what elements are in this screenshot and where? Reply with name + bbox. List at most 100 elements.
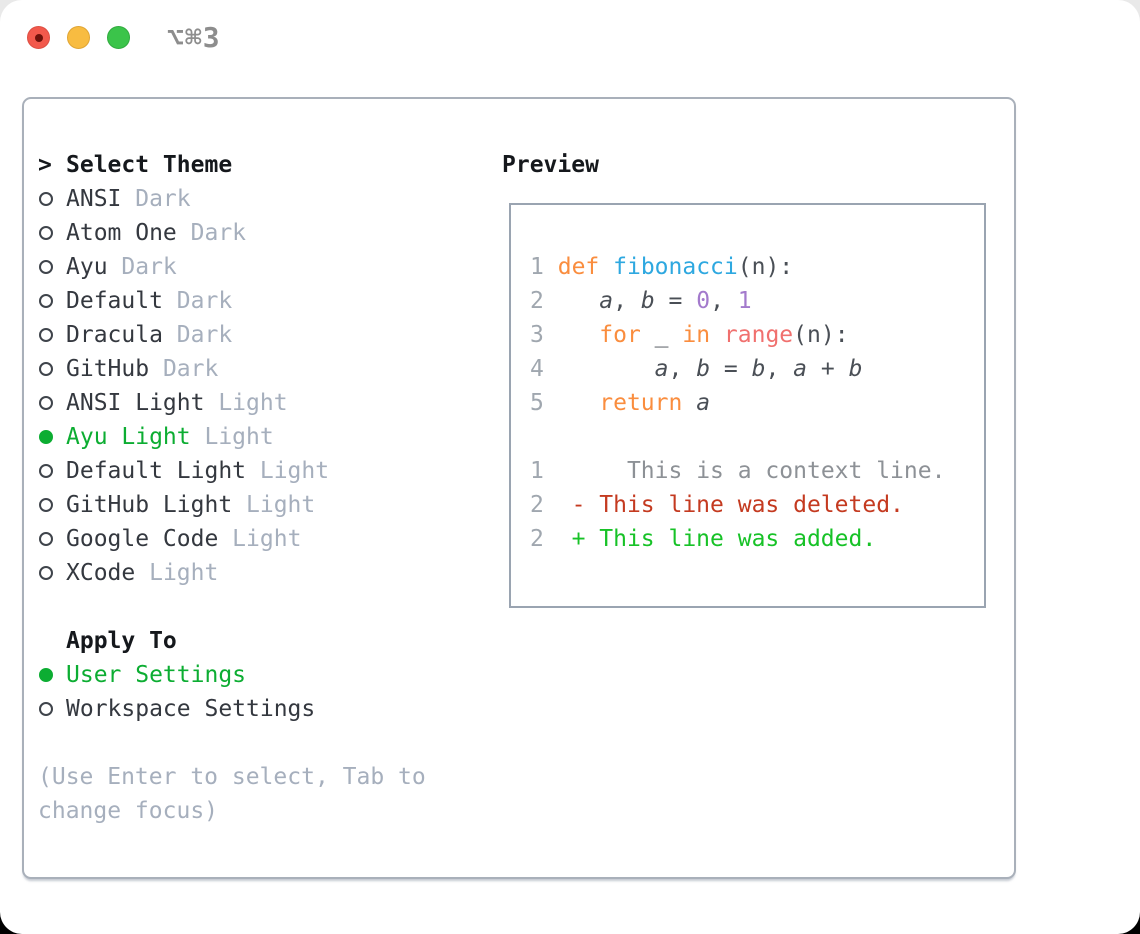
code-token-variable: b [848, 356, 863, 382]
code-line: 3 for _ in range(n): [530, 318, 945, 352]
code-token-fg: , [668, 356, 697, 382]
titlebar: ⌥⌘3 [0, 0, 1140, 72]
option-label: Workspace Settings [66, 696, 316, 722]
window-title: ⌥⌘3 [167, 21, 221, 54]
theme-option[interactable]: Dracula Dark [38, 318, 426, 352]
option-label: Atom One [66, 220, 177, 246]
apply-option[interactable]: Workspace Settings [38, 692, 426, 726]
help-text-line: (Use Enter to select, Tab to [38, 764, 426, 790]
theme-option[interactable]: XCode Light [38, 556, 426, 590]
code-token-variable: a [654, 356, 669, 382]
code-token-fg: , [613, 288, 641, 314]
code-token-deleted: - This line was deleted. [571, 492, 904, 518]
code-line: 1 def fibonacci(n): [530, 250, 945, 284]
close-button[interactable] [27, 26, 50, 49]
code-token-fg [544, 322, 599, 348]
option-label: Default Light [66, 458, 247, 484]
radio-icon [39, 226, 53, 240]
option-label: ANSI Light [66, 390, 205, 416]
zoom-button[interactable] [107, 26, 130, 49]
code-token-lineno: 4 [530, 356, 544, 382]
theme-option[interactable]: Ayu Dark [38, 250, 426, 284]
theme-option[interactable]: Google Code Light [38, 522, 426, 556]
preview-header: Preview [502, 148, 599, 182]
code-token-variable: a [696, 390, 711, 416]
select-theme-label: Select Theme [66, 152, 233, 178]
code-token-fg: = [710, 356, 752, 382]
option-label: ANSI [66, 186, 122, 212]
code-line: 1 This is a context line. [530, 454, 945, 488]
option-variant-label: Light [218, 526, 302, 552]
code-token-fg [544, 356, 655, 382]
code-token-fg: , [710, 288, 738, 314]
code-token-lineno: 1 [530, 458, 544, 484]
code-token-fg: (n): [793, 322, 849, 348]
radio-selected-icon [39, 668, 53, 682]
theme-option[interactable]: GitHub Light Light [38, 488, 426, 522]
option-variant-label: Light [190, 424, 274, 450]
code-token-fg: _ [640, 322, 683, 348]
code-token-fg: (n): [737, 254, 794, 280]
code-line [530, 420, 945, 454]
option-variant-label: Light [135, 560, 219, 586]
code-token-fg [599, 254, 613, 280]
code-token-variable: b [696, 356, 711, 382]
spacer [38, 590, 426, 624]
radio-icon [39, 498, 53, 512]
option-variant-label: Dark [162, 288, 233, 314]
prompt-caret-icon: > [38, 152, 52, 178]
option-label: XCode [66, 560, 136, 586]
select-theme-header: > Select Theme [38, 148, 426, 182]
option-label: GitHub Light [66, 492, 233, 518]
code-token-variable: a [793, 356, 808, 382]
code-token-keyword: return [599, 390, 683, 416]
code-line: 2 + This line was added. [530, 522, 945, 556]
radio-icon [39, 328, 53, 342]
code-token-fg [544, 458, 627, 484]
code-token-fg [544, 288, 599, 314]
option-label: Ayu Light [66, 424, 191, 450]
code-token-fg: , [765, 356, 794, 382]
code-token-variable: b [640, 288, 655, 314]
theme-option[interactable]: ANSI Light Light [38, 386, 426, 420]
theme-option[interactable]: ANSI Dark [38, 182, 426, 216]
theme-option[interactable]: GitHub Dark [38, 352, 426, 386]
code-token-lineno: 5 [530, 390, 544, 416]
theme-option[interactable]: Ayu Light Light [38, 420, 426, 454]
option-label: Default [66, 288, 163, 314]
code-token-context: This is a context line. [626, 458, 946, 484]
code-token-function: fibonacci [613, 254, 738, 280]
code-token-lineno: 1 [530, 254, 544, 280]
code-token-lineno: 3 [530, 322, 544, 348]
spacer [38, 726, 426, 760]
code-token-keyword: in [682, 322, 711, 348]
help-text-line: change focus) [38, 798, 219, 824]
minimize-button[interactable] [67, 26, 90, 49]
code-token-number: 1 [737, 288, 752, 314]
option-variant-label: Light [204, 390, 288, 416]
option-label: User Settings [66, 662, 247, 688]
option-label: Dracula [66, 322, 163, 348]
apply-option[interactable]: User Settings [38, 658, 426, 692]
option-variant-label: Light [246, 458, 330, 484]
code-token-keyword: for [599, 322, 641, 348]
code-token-fg [710, 322, 724, 348]
theme-option[interactable]: Atom One Dark [38, 216, 426, 250]
code-line: 2 - This line was deleted. [530, 488, 945, 522]
code-token-fg [544, 390, 599, 416]
option-label: Google Code [66, 526, 219, 552]
option-variant-label: Dark [107, 254, 177, 280]
code-token-lineno: 2 [530, 492, 544, 518]
rounded-corner [0, 912, 22, 934]
theme-option[interactable]: Default Dark [38, 284, 426, 318]
apply-to-label: Apply To [66, 628, 177, 654]
apply-to-header: Apply To [38, 624, 426, 658]
code-token-fg [544, 526, 572, 552]
option-variant-label: Dark [121, 186, 191, 212]
theme-option[interactable]: Default Light Light [38, 454, 426, 488]
option-variant-label: Dark [176, 220, 247, 246]
code-token-call: range [723, 322, 794, 348]
